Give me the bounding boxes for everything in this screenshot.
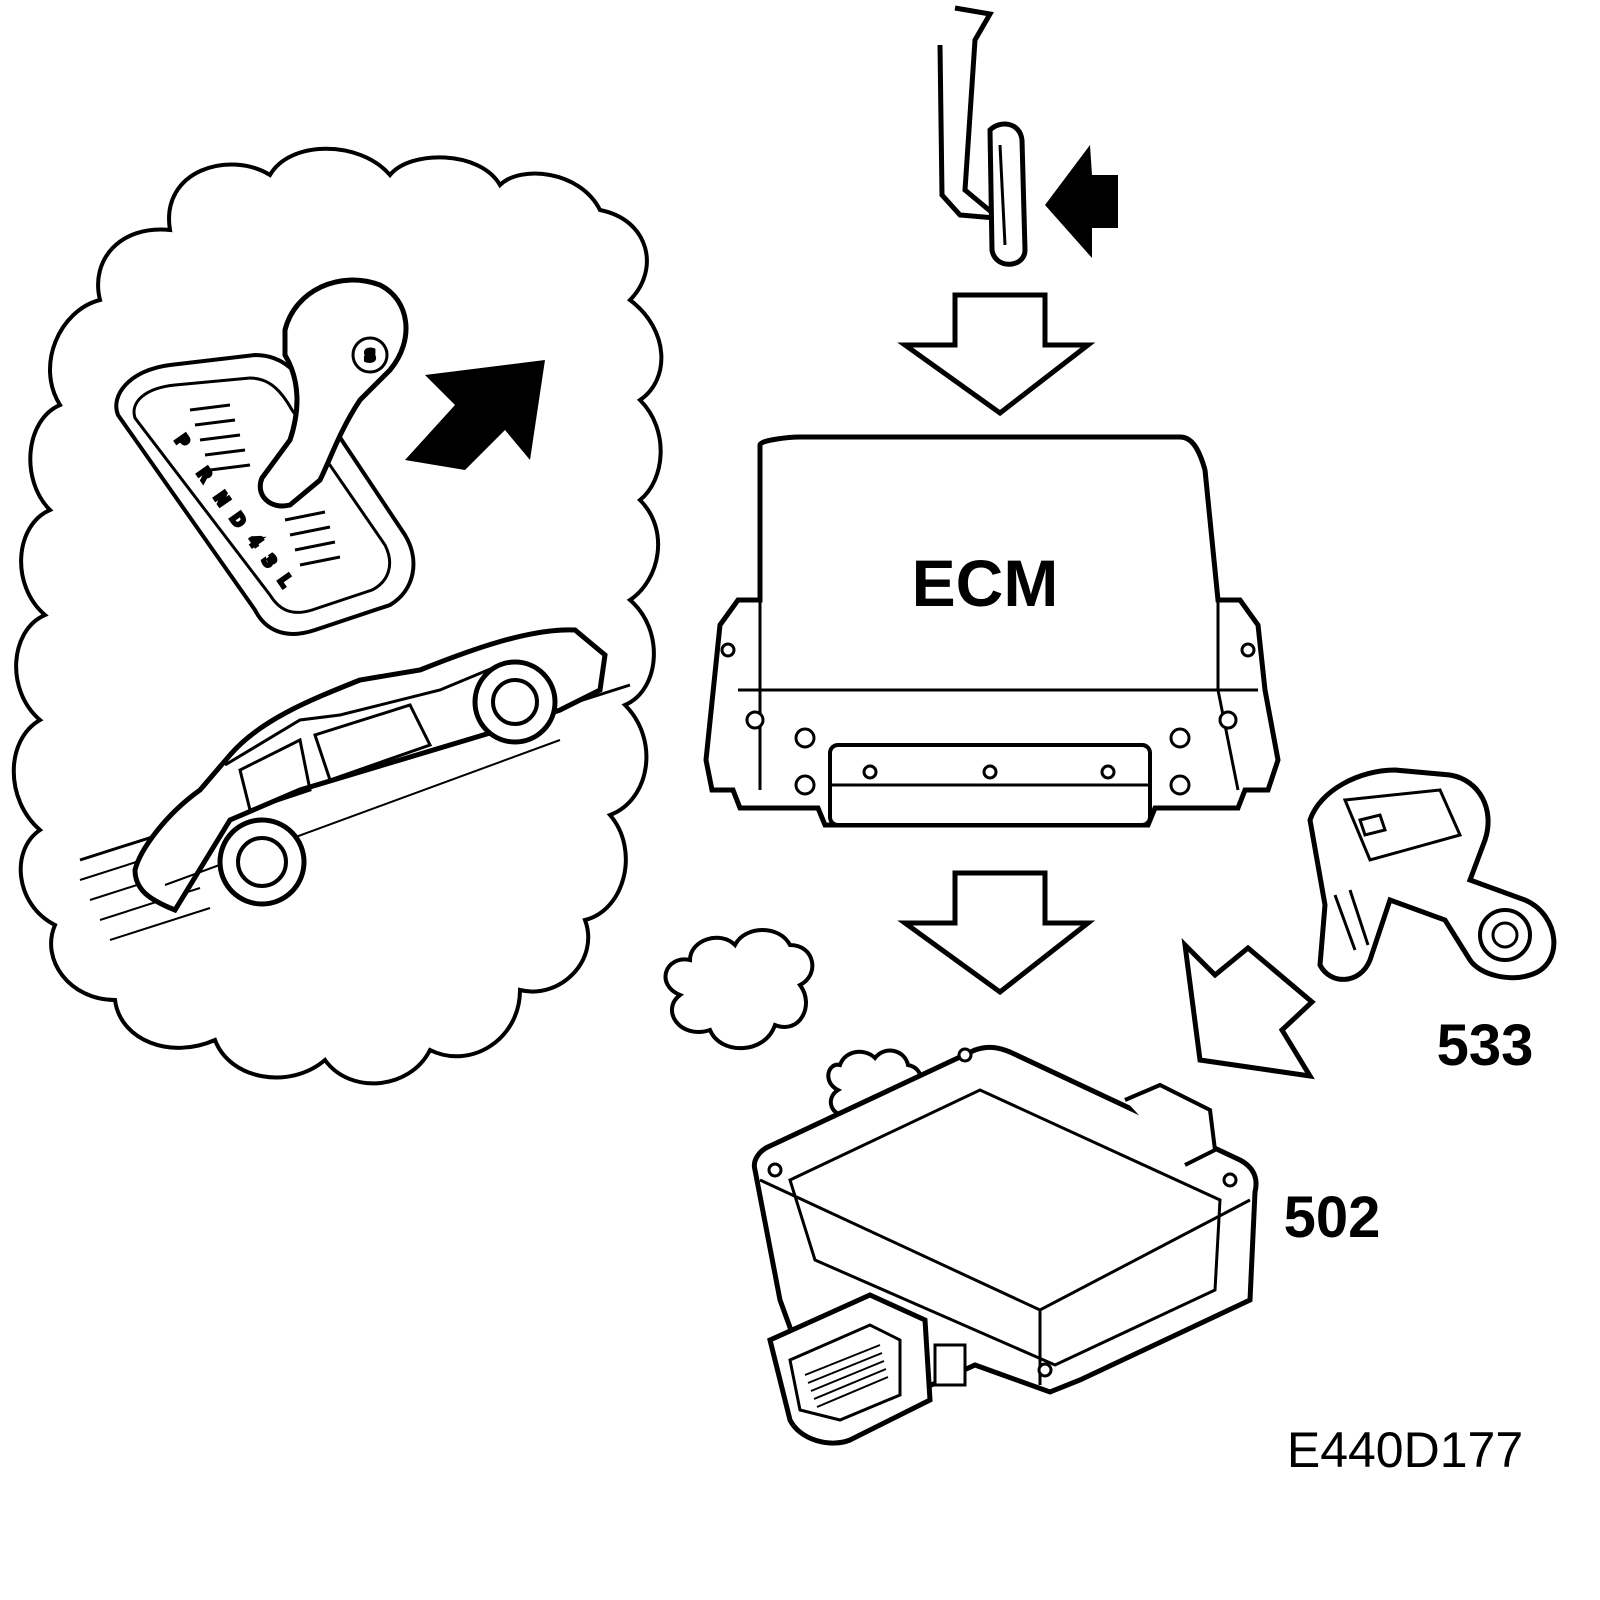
callout-533: 533 xyxy=(1437,1013,1534,1078)
reference-code: E440D177 xyxy=(1287,1422,1523,1478)
car-on-slope-icon xyxy=(79,627,631,941)
pedal-icon xyxy=(937,5,1028,267)
callout-502: 502 xyxy=(1284,1185,1381,1250)
gear-selector: S P R N D 4 3 L xyxy=(114,277,416,636)
arrow-down-icon xyxy=(897,292,1096,417)
sport-button-icon xyxy=(351,336,389,374)
sensor-533-icon xyxy=(1307,767,1557,982)
puff-cloud-icon xyxy=(663,928,815,1051)
arrow-up-right-icon xyxy=(405,360,545,470)
ecm-unit xyxy=(703,434,1281,828)
ecm-label: ECM xyxy=(912,546,1059,620)
sport-button-letter: S xyxy=(365,346,375,365)
module-502-icon xyxy=(751,1044,1259,1446)
arrow-down-icon-2 xyxy=(897,870,1096,996)
arrow-left-icon xyxy=(1045,145,1118,258)
arrow-down-left-icon xyxy=(1181,938,1316,1080)
